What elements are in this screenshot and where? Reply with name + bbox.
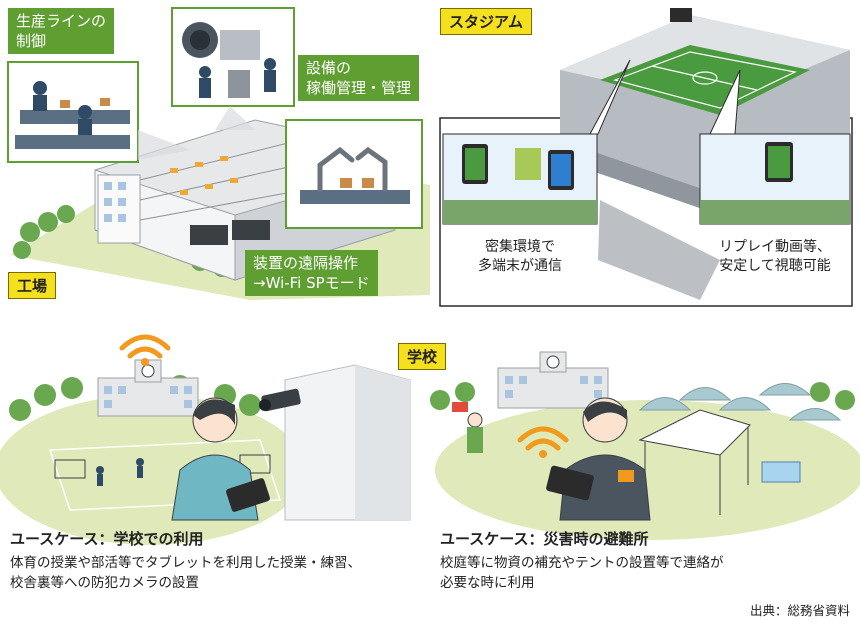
source-credit: 出典：総務省資料	[749, 603, 850, 618]
dense-environment-caption: 密集環境で 多端末が通信	[478, 239, 562, 274]
remote-operation-label: 装置の遠隔操作 →Wi-Fi SPモード	[245, 250, 378, 296]
usecase-school-title: ユースケース：学校での利用	[10, 530, 204, 548]
stadium-title: スタジアム	[440, 8, 532, 35]
usecase-shelter-title: ユースケース：災害時の避難所	[440, 530, 649, 548]
replay-video-caption: リプレイ動画等、 安定して視聴可能	[719, 239, 831, 274]
production-line-label: 生産ラインの 制御	[8, 8, 115, 54]
stadium-illustration	[439, 8, 853, 307]
school-illustration	[0, 334, 860, 545]
usecase-school-description: 体育の授業や部活等でタブレットを利用した授業・練習、 校舎裏等への防犯カメラの設…	[10, 555, 361, 591]
equipment-management-label: 設備の 稼働管理・管理	[298, 55, 420, 101]
wifi-icon	[119, 334, 171, 359]
factory-title: 工場	[8, 272, 57, 299]
wifi-icon	[517, 426, 569, 451]
school-title: 学校	[398, 343, 447, 370]
usecase-shelter-description: 校庭等に物資の補充やテントの設置等で連絡が 必要な時に利用	[440, 555, 724, 591]
